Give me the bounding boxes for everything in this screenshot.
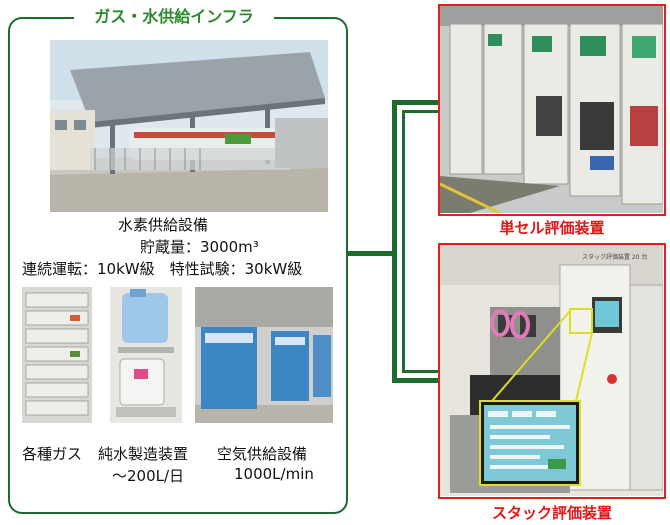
water-label: 純水製造装置 xyxy=(98,445,189,463)
air-capacity-label: 1000L/min xyxy=(234,465,314,483)
hydrogen-facility-photo xyxy=(50,40,328,212)
stack-box xyxy=(438,243,666,499)
gas-cabinet-photo xyxy=(22,287,92,423)
connector-bottom-outer xyxy=(392,378,438,383)
air-supply-photo xyxy=(195,287,333,423)
infra-title: ガス・水供給インフラ xyxy=(74,5,274,29)
connector-vertical-inner xyxy=(402,110,405,373)
hydrogen-facility-label: 水素供給設備 xyxy=(118,216,209,234)
gas-label: 各種ガス xyxy=(22,445,83,463)
hydrogen-storage-label: 貯蔵量：3000m³ xyxy=(140,238,259,256)
single-cell-label: 単セル評価装置 xyxy=(499,219,605,237)
single-cell-box xyxy=(438,4,666,216)
water-capacity-label: ～200L/日 xyxy=(112,467,185,485)
connector-vertical-outer xyxy=(392,100,397,383)
stack-photo xyxy=(440,245,663,496)
connector-bottom-inner xyxy=(402,370,438,373)
hydrogen-operation-label: 連続運転：10kW級 特性試験：30kW級 xyxy=(22,260,303,278)
stack-label: スタック評価装置 xyxy=(491,504,612,522)
water-system-photo xyxy=(110,287,182,423)
connector-horizontal xyxy=(348,251,396,256)
air-label: 空気供給設備 xyxy=(217,445,308,463)
connector-top-inner xyxy=(402,110,438,113)
stack-panel-text: スタック評価装置 20 台 xyxy=(582,254,648,261)
single-cell-photo xyxy=(440,6,663,213)
connector-top-outer xyxy=(392,100,438,105)
